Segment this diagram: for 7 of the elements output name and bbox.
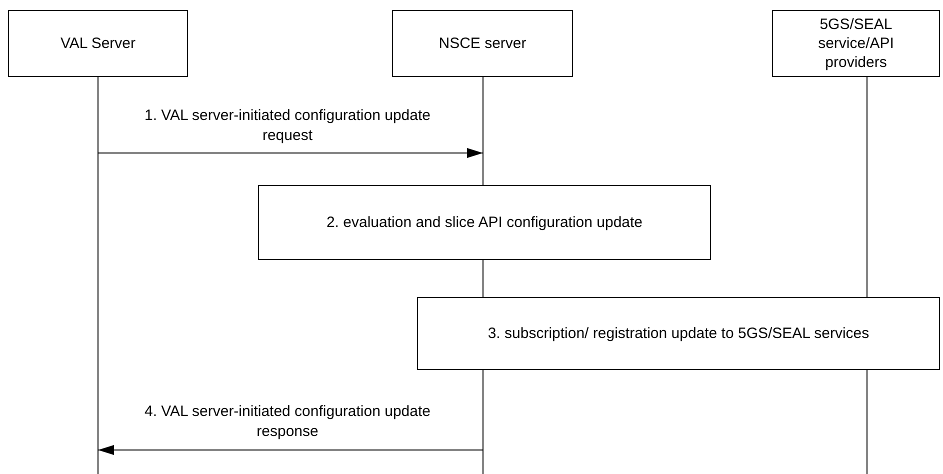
message-arrow: [98, 148, 484, 158]
process-box: 3. subscription/ registration update to 5GS/SEAL services: [417, 297, 940, 370]
participant-box: 5GS/SEAL service/API providers: [772, 10, 940, 77]
participant-box: VAL Server: [8, 10, 188, 77]
participant-box: NSCE server: [392, 10, 573, 77]
message-arrow: [98, 445, 484, 455]
process-box: 2. evaluation and slice API configuration update: [258, 185, 711, 260]
